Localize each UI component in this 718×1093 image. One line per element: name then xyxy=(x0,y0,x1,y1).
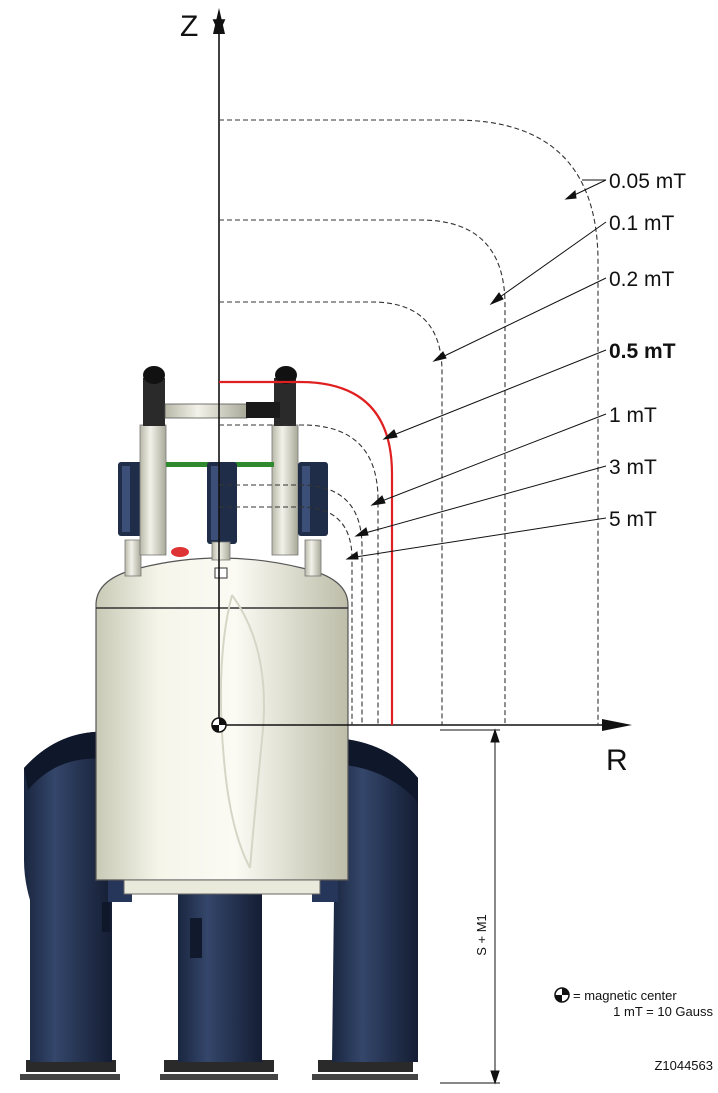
z-axis-label: Z xyxy=(180,10,198,43)
field-label-0.05mT: 0.05 mT xyxy=(609,170,686,193)
dimension-label: S + M1 xyxy=(474,914,489,956)
r-axis xyxy=(219,719,632,731)
contour-0.05mT xyxy=(219,119,599,725)
turret xyxy=(118,366,328,579)
legend-text: = magnetic center xyxy=(573,988,677,1003)
legend: = magnetic center 1 mT = 10 Gauss xyxy=(554,987,713,1019)
height-dimension xyxy=(440,728,500,1085)
center-leg xyxy=(178,890,262,1062)
contour-3mT xyxy=(219,484,363,725)
contour-0.2mT xyxy=(219,301,443,725)
field-label-1mT: 1 mT xyxy=(609,404,657,427)
z-axis xyxy=(212,8,226,725)
feet xyxy=(20,1060,418,1080)
field-label-0.1mT: 0.1 mT xyxy=(609,212,675,235)
field-label-0.5mT: 0.5 mT xyxy=(609,340,676,363)
leader-lines xyxy=(345,179,607,560)
legend-conversion: 1 mT = 10 Gauss xyxy=(613,1004,713,1019)
r-axis-label: R xyxy=(606,744,628,777)
magnetic-center-icon xyxy=(211,717,227,733)
field-label-3mT: 3 mT xyxy=(609,456,657,479)
field-label-0.2mT: 0.2 mT xyxy=(609,268,675,291)
field-label-5mT: 5 mT xyxy=(609,508,657,531)
contour-0.5mT xyxy=(219,380,394,725)
contour-1mT xyxy=(219,424,379,725)
drawing-id: Z1044563 xyxy=(654,1058,713,1073)
field-contours xyxy=(219,119,599,725)
contour-0.1mT xyxy=(219,219,506,725)
legend-magnetic-center-icon xyxy=(554,987,570,1003)
